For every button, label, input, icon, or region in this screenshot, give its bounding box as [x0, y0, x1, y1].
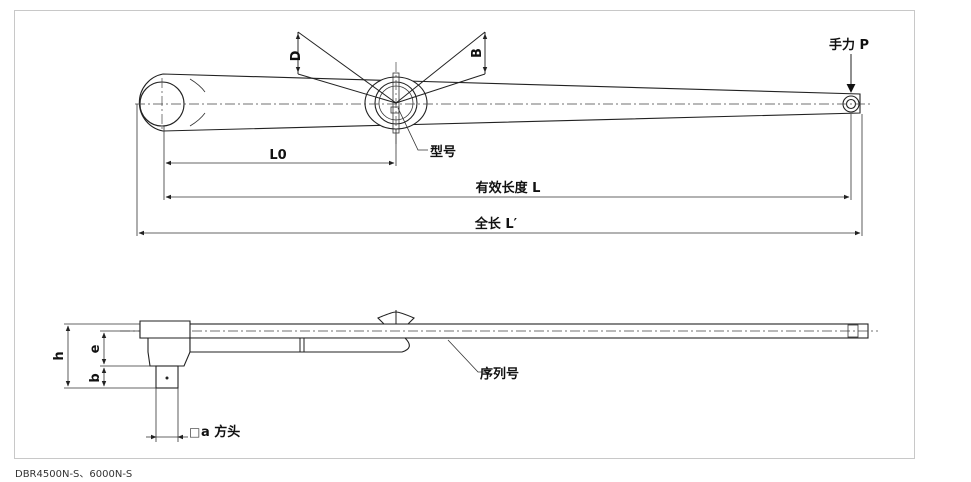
wrench-side-view: 序列号 h e b □ a 方头 [52, 310, 878, 442]
wrench-body-outline [138, 73, 861, 132]
label-square-drive: a 方头 [201, 424, 240, 440]
side-head-lower [147, 337, 191, 367]
head-taper-line [189, 78, 206, 93]
label-l0: L0 [269, 148, 286, 163]
model-number-leader [397, 107, 428, 151]
label-b-side: b [88, 373, 103, 382]
label-square-symbol: □ [189, 425, 200, 439]
label-handle-force: 手力 P [829, 37, 869, 53]
label-serial-number: 序列号 [480, 366, 519, 382]
serial-number-leader [447, 339, 486, 373]
label-d: D [289, 50, 304, 61]
angle-line-d-upper [297, 31, 397, 104]
label-total-length: 全长 L′ [474, 216, 518, 232]
angle-line-d-lower [297, 73, 397, 104]
angle-line-b-upper [395, 31, 486, 104]
drawing-frame [14, 10, 915, 459]
side-end-pin [847, 324, 859, 338]
wrench-top-view: D B 型号 手力 P L0 有效长度 L 全长 L′ [135, 31, 870, 236]
model-caption: DBR4500N-S、6000N-S [15, 469, 133, 480]
side-head-block [139, 320, 191, 339]
square-drive-pin [165, 376, 169, 380]
label-effective-length: 有效长度 L [476, 180, 541, 196]
label-h: h [52, 351, 67, 360]
head-taper-line-lower [189, 112, 206, 127]
label-e: e [88, 344, 103, 353]
angle-line-b-lower [395, 73, 486, 104]
label-b: B [470, 48, 485, 58]
label-model-number: 型号 [430, 144, 456, 160]
